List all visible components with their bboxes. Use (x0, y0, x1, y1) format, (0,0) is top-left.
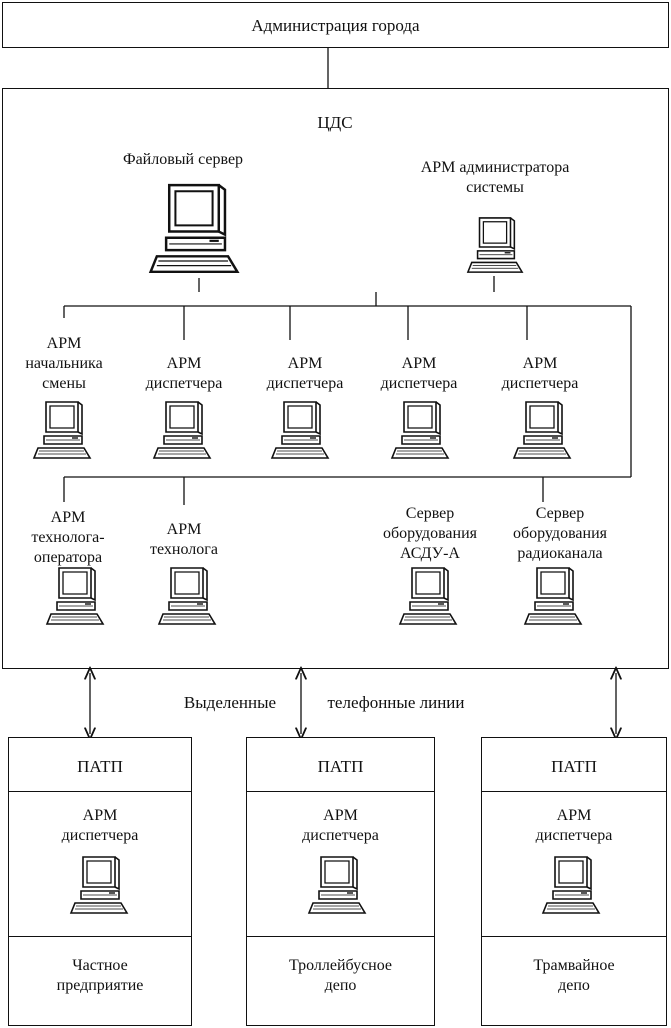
label-line: предприятие (56, 977, 144, 994)
patp-1-name: Частное предприятие (8, 956, 192, 996)
label-line: оборудования (513, 525, 607, 542)
server-asdu-label: Сервер оборудования АСДУ-А (360, 504, 500, 564)
label-line: АРМ (166, 355, 202, 372)
arm-dispatcher-4-label: АРМ диспетчера (476, 354, 604, 394)
cds-title: ЦДС (317, 113, 353, 132)
computer-icon (152, 400, 212, 462)
label-line: диспетчера (380, 375, 458, 392)
label-line: диспетчера (145, 375, 223, 392)
admin-arm-label: АРМ администратора системы (390, 158, 600, 198)
patp-3-name: Трамвайное депо (481, 956, 667, 996)
label-line: АРМ (522, 355, 558, 372)
label-line: радиоканала (517, 545, 603, 562)
label-line: диспетчера (61, 827, 139, 844)
label-line: Трамвайное (533, 957, 615, 974)
admin-arm-line1: АРМ администратора (420, 159, 570, 176)
label-line: технолога (150, 541, 218, 558)
cds-box (2, 88, 669, 669)
computer-icon (32, 400, 92, 462)
patp-1-arm-label: АРМ диспетчера (8, 806, 192, 846)
patp-divider (246, 791, 435, 792)
label-line: Сервер (535, 505, 585, 522)
computer-icon (465, 216, 525, 276)
computer-icon (270, 400, 330, 462)
label-line: АРМ (82, 807, 118, 824)
patp-3-title: ПАТП (551, 757, 597, 776)
label-line: диспетчера (501, 375, 579, 392)
computer-icon (144, 182, 244, 278)
computer-icon (398, 566, 458, 628)
computer-icon (45, 566, 105, 628)
label-line: диспетчера (535, 827, 613, 844)
computer-icon (390, 400, 450, 462)
arm-technologist-operator-label: АРМ технолога- оператора (2, 508, 134, 568)
arm-dispatcher-3-label: АРМ диспетчера (355, 354, 483, 394)
arm-technologist-label: АРМ технолога (118, 520, 250, 560)
label-line: депо (324, 977, 357, 994)
arm-dispatcher-1-label: АРМ диспетчера (120, 354, 248, 394)
patp-divider (481, 791, 667, 792)
patp-2-arm-label: АРМ диспетчера (246, 806, 435, 846)
label-line: АРМ (46, 335, 82, 352)
patp-2-title: ПАТП (317, 757, 364, 776)
server-radio-label: Сервер оборудования радиоканала (490, 504, 630, 564)
patp-divider (481, 936, 667, 937)
label-line: АСДУ-А (400, 545, 460, 562)
label-line: АРМ (166, 521, 202, 538)
label-line: смены (42, 375, 86, 392)
label-line: АРМ (323, 807, 358, 824)
label-line: Частное (72, 957, 128, 974)
arm-shift-chief-label: АРМ начальника смены (0, 334, 128, 394)
patp-1-title: ПАТП (77, 757, 123, 776)
computer-icon (68, 855, 130, 917)
label-line: депо (558, 977, 590, 994)
patp-divider (8, 791, 192, 792)
label-line: Сервер (405, 505, 455, 522)
computer-icon (157, 566, 217, 628)
phone-lines-label: телефонные линии (327, 693, 465, 712)
label-line: начальника (25, 355, 103, 372)
label-line: Троллейбусное (288, 957, 393, 974)
computer-icon (306, 855, 368, 917)
label-line: АРМ (556, 807, 592, 824)
label-line: диспетчера (302, 827, 379, 844)
label-line: АРМ (287, 355, 323, 372)
label-line: АРМ (50, 509, 86, 526)
label-line: АРМ (401, 355, 437, 372)
label-line: оборудования (383, 525, 477, 542)
patp-3-arm-label: АРМ диспетчера (481, 806, 667, 846)
label-line: технолога- (31, 529, 105, 546)
computer-icon (512, 400, 572, 462)
computer-icon (523, 566, 583, 628)
city-admin-box: Администрация города (2, 2, 669, 48)
patp-divider (246, 936, 435, 937)
patp-2-name: Троллейбусное депо (246, 956, 435, 996)
label-line: диспетчера (266, 375, 344, 392)
dedicated-lines-label: Выделенные (183, 693, 277, 712)
city-admin-label: Администрация города (251, 16, 420, 35)
patp-divider (8, 936, 192, 937)
computer-icon (540, 855, 602, 917)
arm-dispatcher-2-label: АРМ диспетчера (241, 354, 369, 394)
label-line: оператора (33, 549, 103, 566)
file-server-label: Файловый сервер (122, 151, 244, 168)
admin-arm-line2: системы (466, 179, 524, 196)
